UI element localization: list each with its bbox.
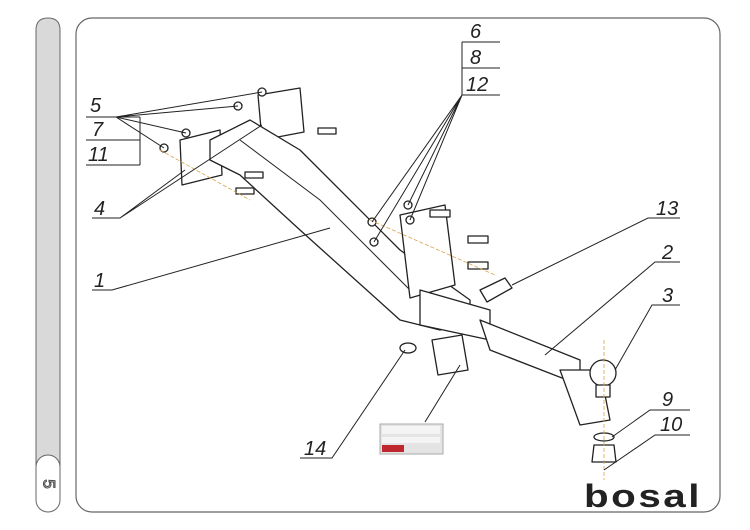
label-2: 2 (661, 242, 673, 264)
bosal-logo: bosal (584, 478, 702, 514)
label-11: 11 (88, 144, 109, 166)
label-8: 8 (470, 47, 481, 69)
label-9: 9 (662, 389, 673, 411)
label-6: 6 (470, 21, 482, 43)
label-13: 13 (656, 198, 678, 220)
label-4: 4 (94, 198, 105, 220)
leader-lines (86, 41, 690, 471)
product-label-plate (379, 423, 444, 455)
label-7: 7 (92, 119, 104, 141)
towbar-drawing (159, 87, 617, 480)
label-10: 10 (660, 414, 682, 436)
page-side-strip: 5 (35, 17, 61, 513)
label-12: 12 (466, 74, 488, 96)
label-5: 5 (90, 95, 102, 117)
part-labels: 5 7 11 4 1 6 8 12 13 2 3 9 10 14 (88, 21, 682, 460)
label-3: 3 (662, 285, 673, 307)
label-14: 14 (304, 438, 326, 460)
label-1: 1 (94, 270, 105, 292)
page-number: 5 (40, 479, 59, 488)
